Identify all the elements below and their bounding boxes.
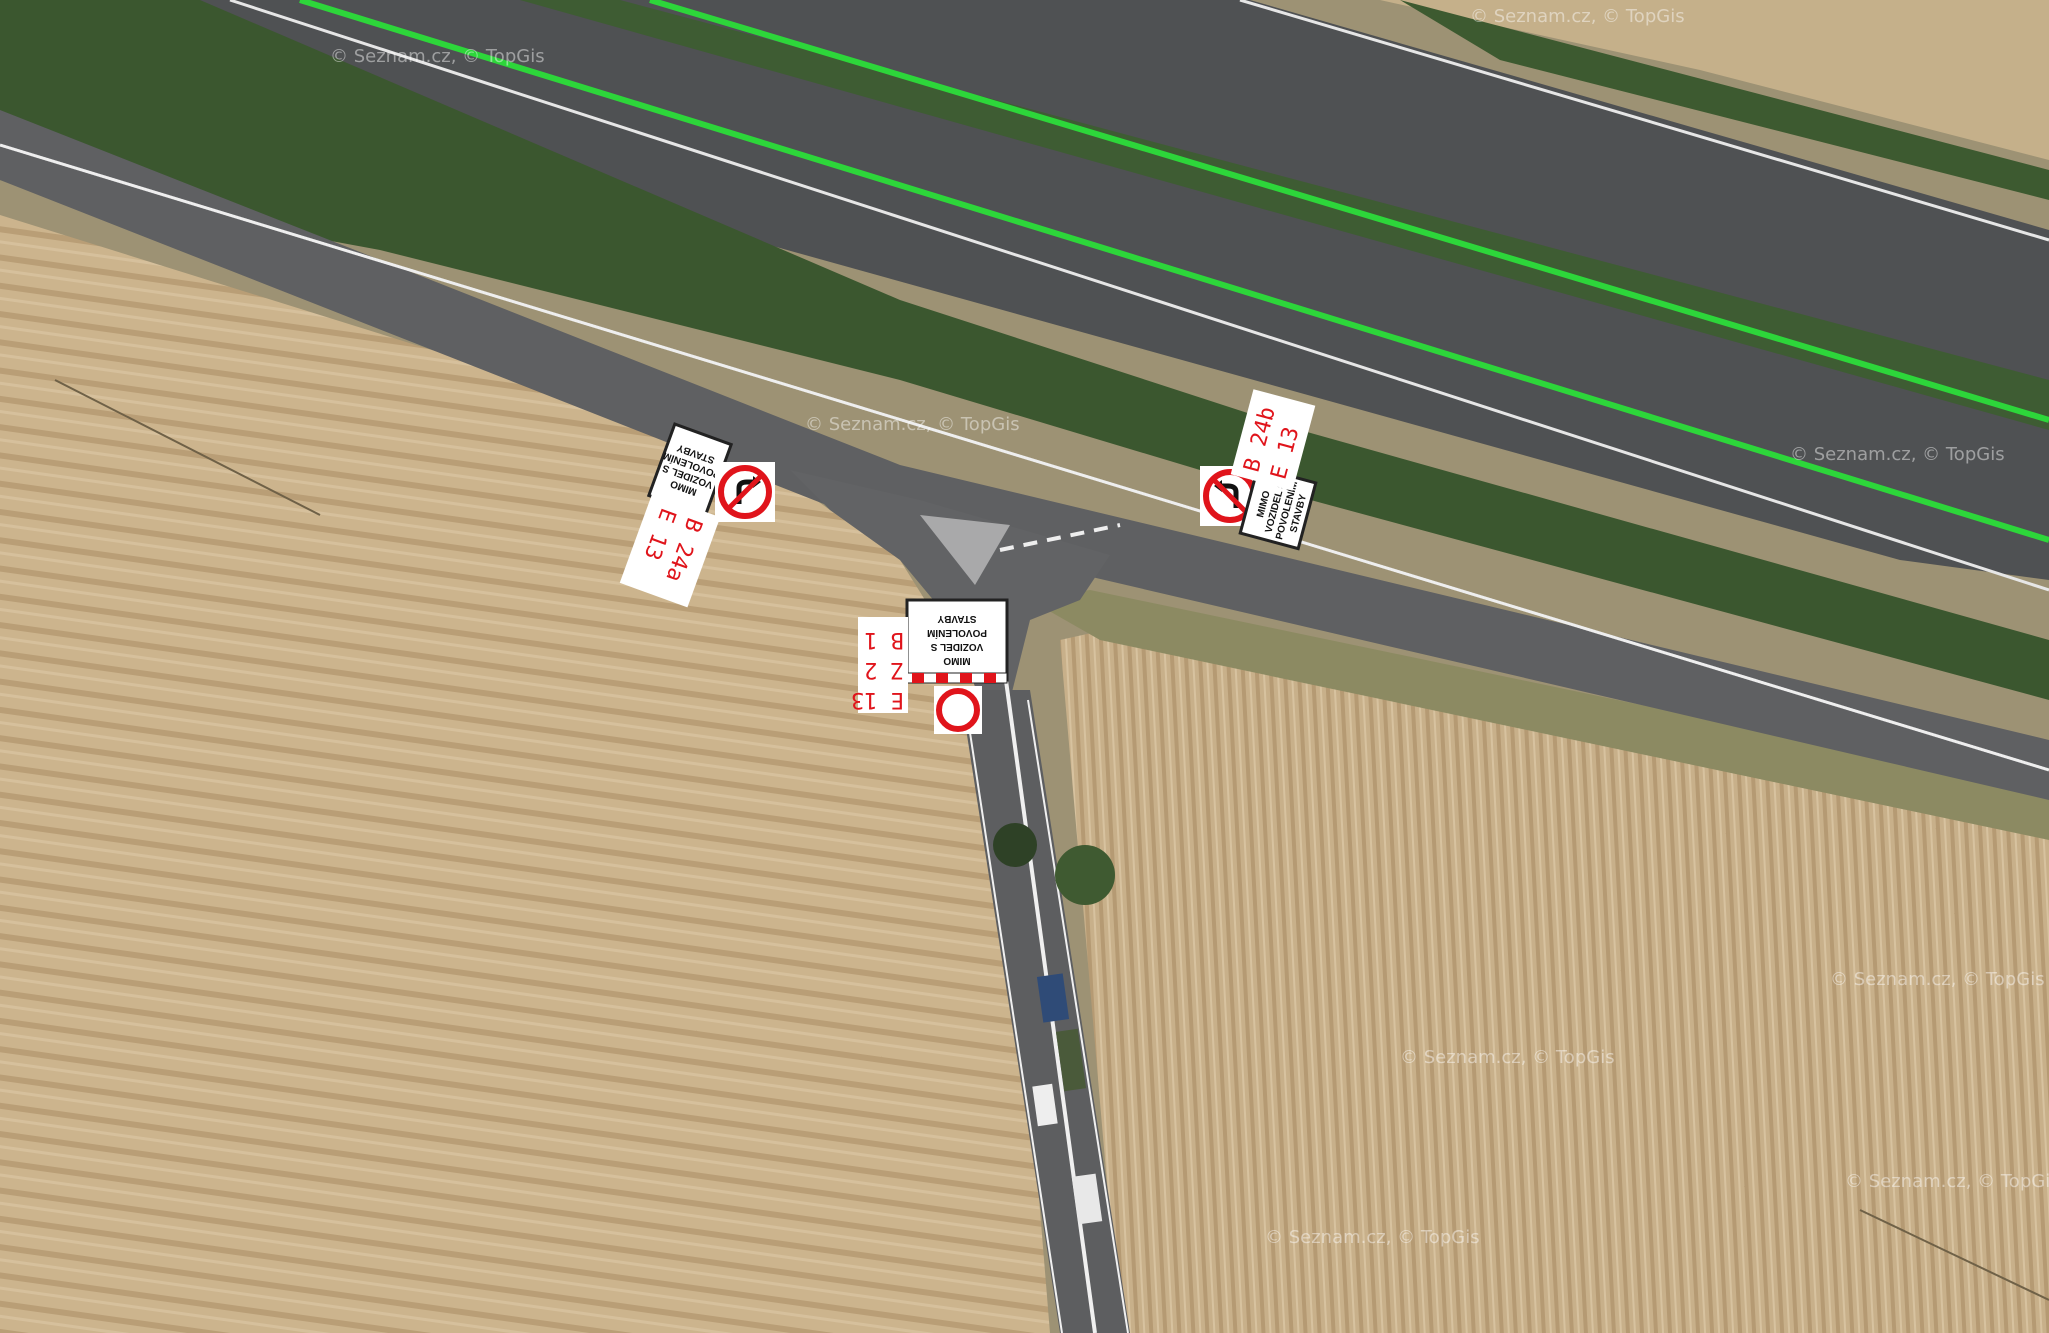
vehicle-tractor — [1036, 973, 1070, 1023]
field-west — [0, 215, 1050, 1333]
secondary-road-edge — [0, 143, 2049, 772]
supplement-line: POVOLENÍM — [927, 627, 987, 640]
code-label-east — [1230, 389, 1316, 491]
sign-group-south: MIMO VOZIDEL S POVOLENÍM STAVBY E 13 Z 2… — [851, 598, 1009, 734]
vehicle-van — [1071, 1173, 1103, 1225]
traffic-island — [920, 515, 1010, 585]
field-east — [1060, 620, 2049, 1333]
vegetation-belt-north — [1400, 0, 2049, 200]
power-line — [54, 379, 321, 516]
highway — [180, 0, 2049, 580]
attribution-5: © Seznam.cz, © TopGis — [1830, 969, 2045, 990]
tree — [1055, 845, 1115, 905]
highway-edge-line — [229, 0, 2049, 592]
highway-line-north — [649, 0, 2049, 423]
attribution-1: © Seznam.cz, © TopGis — [330, 46, 545, 67]
give-way-line — [999, 523, 1121, 552]
attribution-7: © Seznam.cz, © TopGis — [1845, 1171, 2049, 1192]
no-entry-circle-icon — [934, 686, 982, 734]
attribution-3: © Seznam.cz, © TopGis — [805, 414, 1020, 435]
attribution-4: © Seznam.cz, © TopGis — [1790, 444, 2005, 465]
code-z2: Z 2 — [864, 657, 904, 682]
supplement-line: VOZIDEL S — [930, 641, 983, 652]
attribution-8: © Seznam.cz, © TopGis — [1265, 1227, 1480, 1248]
sign-group-west: MIMO VOZIDEL S POVOLENÍM STAVBY B 24a E … — [619, 422, 775, 608]
vegetation-belt — [0, 0, 2049, 700]
vehicle-car — [1032, 1083, 1058, 1127]
power-line-east — [1859, 1209, 2049, 1301]
field-top-right — [1380, 0, 2049, 160]
highway-median — [520, 0, 2049, 430]
highway-edge-line-north — [1239, 0, 2049, 242]
code-e13-south: E 13 — [851, 687, 904, 712]
supplement-plate-south — [905, 598, 1009, 682]
attribution-2: © Seznam.cz, © TopGis — [1470, 6, 1685, 27]
z2-barrier — [906, 672, 1008, 684]
code-b1: B 1 — [864, 627, 904, 652]
attribution-6: © Seznam.cz, © TopGis — [1400, 1047, 1615, 1068]
highway-line-south — [299, 0, 2049, 543]
junction — [790, 470, 1110, 700]
code-label-west — [619, 492, 721, 608]
no-right-turn-icon — [715, 462, 775, 522]
secondary-road — [0, 110, 2049, 800]
side-road-edge-east — [1027, 699, 1129, 1333]
side-road-edge-west — [964, 699, 1063, 1333]
vehicle-trailer — [1055, 1028, 1087, 1092]
sign-group-east: MIMO VOZIDEL S POVOLENÍM STAVBY B 24b E … — [1200, 389, 1318, 551]
code-label-south — [858, 617, 908, 713]
supplement-line: MIMO — [943, 655, 970, 666]
tree-shadow — [993, 823, 1037, 867]
verge-east — [1030, 590, 2049, 840]
supplement-line: STAVBY — [937, 613, 976, 624]
